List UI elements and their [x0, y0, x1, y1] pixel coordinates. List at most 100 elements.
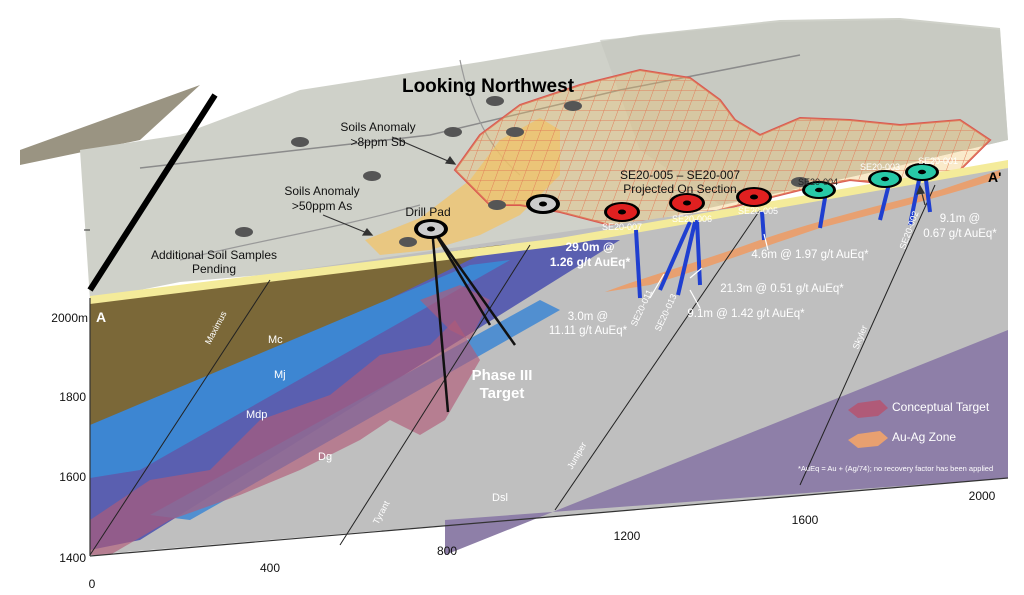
- soil-sample-point: [791, 177, 809, 187]
- fault-maximus: [89, 279, 271, 556]
- drill-trace-002: [908, 174, 922, 226]
- unit-labels: Mc Mj Mdp Dg Dsl: [246, 334, 508, 504]
- unit-mj: [90, 260, 510, 478]
- soils-as-line2: >50ppm As: [292, 199, 352, 213]
- section-face: [89, 160, 1008, 556]
- phase3-trace-1: [430, 227, 450, 413]
- soil-sample-point: [506, 127, 524, 137]
- map-text: Looking Northwest Soils Anomaly >8ppm Sb…: [96, 76, 1001, 325]
- soil-sample-point: [444, 127, 462, 137]
- projected-line2: Projected On Section: [623, 182, 736, 196]
- collar-red: [669, 193, 705, 213]
- elev-tick-label: 2000m: [51, 311, 88, 325]
- powerline: [87, 93, 218, 292]
- hole-id: SE20-004: [798, 177, 838, 187]
- collar-cyan: [802, 181, 836, 199]
- footnote: *AuEq = Au + (Ag/74); no recovery factor…: [798, 464, 993, 473]
- collar-cyan: [868, 170, 902, 188]
- intercept-6-line1: 9.1m @: [940, 213, 980, 225]
- unit-label-mc: Mc: [268, 334, 283, 346]
- collar-grey: [526, 194, 560, 214]
- axes: 2000m 1800 1600 1400 0 400 800 1200 1600…: [51, 229, 1009, 591]
- dist-tick-label: 0: [89, 577, 96, 591]
- legend: Conceptual Target Au-Ag Zone *AuEq = Au …: [798, 400, 993, 473]
- intercept-5: 4.6m @ 1.97 g/t AuEq*: [751, 249, 869, 261]
- collar-cyan: [905, 163, 939, 181]
- section-start-label: A: [96, 309, 106, 325]
- unit-label-mdp: Mdp: [246, 409, 267, 421]
- additional-line1: Additional Soil Samples: [151, 248, 277, 262]
- soil-sample-point: [235, 227, 253, 237]
- soils-sb-line2: >8ppm Sb: [350, 135, 405, 149]
- intercept-6-line2: 0.67 g/t AuEq*: [923, 228, 997, 240]
- soil-sample-point: [488, 200, 506, 210]
- intercept-1-line1: 29.0m @: [565, 240, 614, 254]
- unit-label-dsl: Dsl: [492, 492, 508, 504]
- legend-swatch-auag: [848, 431, 888, 448]
- soil-sample-point: [486, 96, 504, 106]
- fault-juniper: [554, 209, 761, 511]
- soil-sample-points: [235, 96, 809, 247]
- fault-skyler: [799, 184, 936, 486]
- surface-overburden: [90, 160, 1008, 304]
- label-arrows: [322, 136, 926, 309]
- unit-label-dg: Dg: [318, 451, 332, 463]
- drill-pad-label: Drill Pad: [405, 205, 450, 219]
- soils-sb-line1: Soils Anomaly: [340, 120, 415, 134]
- unit-label-mj: Mj: [274, 369, 286, 381]
- target-line1: Phase III: [472, 367, 533, 384]
- soils-as-line1: Soils Anomaly: [284, 184, 359, 198]
- drill-trace-005: [760, 211, 766, 241]
- unit-dsl: [445, 330, 1008, 555]
- hole-id: SE20-001: [918, 156, 958, 166]
- hole-id: SE20-005: [738, 206, 778, 216]
- figure-title: Looking Northwest: [402, 76, 575, 97]
- intercept-2-line2: 11.11 g/t AuEq*: [549, 325, 628, 337]
- soil-sample-point: [363, 171, 381, 181]
- soil-sample-point: [564, 101, 582, 111]
- satellite-corner: [20, 85, 200, 165]
- phase3-trace-3: [430, 227, 492, 326]
- soil-sample-point: [399, 237, 417, 247]
- drill-trace-007: [634, 229, 642, 299]
- dist-tick-label: 400: [260, 561, 280, 575]
- intercept-2-line1: 3.0m @: [568, 311, 608, 323]
- collar-red: [604, 202, 640, 222]
- fault-tyrant: [339, 244, 531, 546]
- dist-axis-line: [89, 477, 1009, 557]
- au-ag-zone: [605, 170, 1000, 292]
- phase3-trace-2: [430, 227, 517, 346]
- drill-collars: [414, 163, 939, 239]
- legend-label-conceptual: Conceptual Target: [892, 400, 990, 414]
- sb-anomaly-fill: [455, 70, 990, 225]
- dist-tick-label: 2000: [969, 489, 996, 503]
- hole-id: SE20-003: [860, 162, 900, 172]
- soil-sample-point: [291, 137, 309, 147]
- hole-id: SE20-007: [602, 222, 642, 232]
- projected-line1: SE20-005 – SE20-007: [620, 168, 740, 182]
- hole-id: SE20-006: [672, 214, 712, 224]
- intercept-3: 21.3m @ 0.51 g/t AuEq*: [720, 283, 844, 295]
- collar-red: [736, 187, 772, 207]
- road-line-2: [179, 204, 421, 261]
- drill-trace-011: [658, 221, 692, 291]
- intercept-4: 9.1m @ 1.42 g/t AuEq*: [687, 308, 805, 320]
- intercepts: 29.0m @ 1.26 g/t AuEq* 3.0m @ 11.11 g/t …: [549, 213, 997, 337]
- drill-trace-013: [676, 221, 697, 296]
- conceptual-target-zone: [90, 320, 480, 555]
- dist-tick-label: 800: [437, 544, 457, 558]
- target-line2: Target: [480, 385, 525, 402]
- drill-traces: [430, 171, 932, 413]
- drill-trace-006: [695, 219, 702, 286]
- elev-tick-label: 1800: [59, 390, 86, 404]
- section-end-label: A': [988, 169, 1001, 185]
- legend-swatch-conceptual: [848, 400, 888, 418]
- elev-tick-label: 1600: [59, 470, 86, 484]
- additional-line2: Pending: [192, 262, 236, 276]
- dist-tick-label: 1600: [792, 513, 819, 527]
- map-surface: [20, 18, 1008, 300]
- legend-label-auag: Au-Ag Zone: [892, 430, 956, 444]
- dist-tick-label: 1200: [614, 529, 641, 543]
